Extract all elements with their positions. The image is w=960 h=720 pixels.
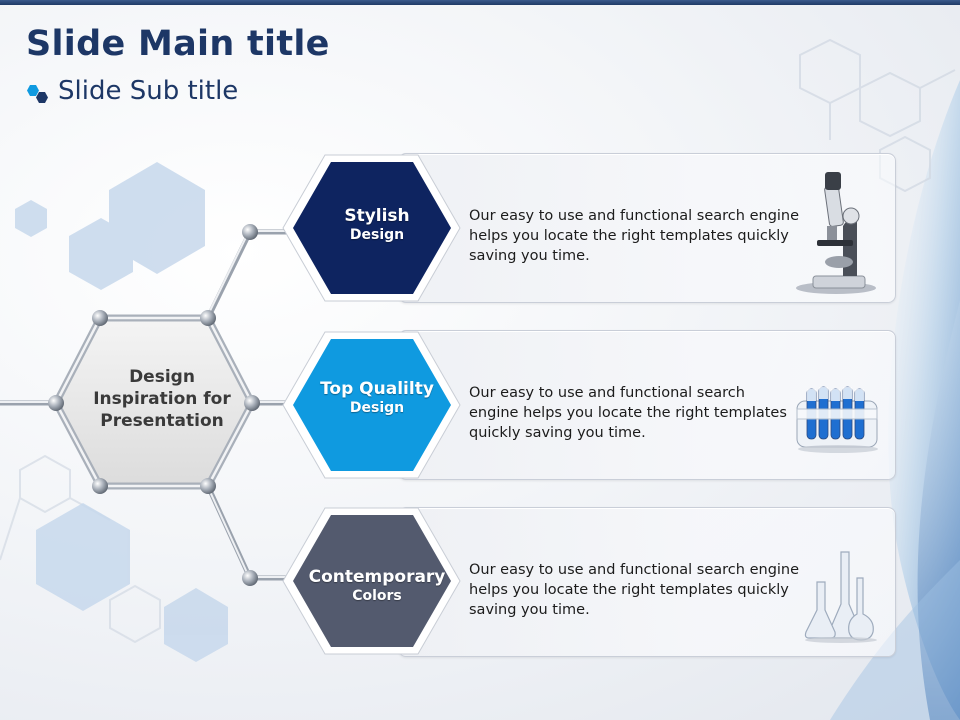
center-label: Design Inspiration for Presentation bbox=[80, 366, 244, 432]
item-text-line: saving you time. bbox=[469, 602, 590, 618]
microscope-icon bbox=[796, 172, 876, 294]
item-subtitle: Design bbox=[349, 400, 405, 416]
item-card-3: Our easy to use and functional search en… bbox=[398, 507, 896, 657]
item-hexagon-label-1: Stylish Design bbox=[300, 206, 454, 243]
item-title: Contemporary bbox=[308, 567, 446, 587]
center-label-line: Presentation bbox=[100, 411, 224, 431]
item-text-line: quickly saving you time. bbox=[469, 425, 646, 441]
item-hexagon-label-3: Contemporary Colors bbox=[296, 567, 458, 604]
test-tubes-icon bbox=[796, 386, 878, 453]
top-bar bbox=[0, 0, 960, 5]
item-card-1: Our easy to use and functional search en… bbox=[398, 153, 896, 303]
item-text-line: helps you locate the right templates qui… bbox=[469, 228, 789, 244]
item-description-2: Our easy to use and functional search en… bbox=[469, 383, 829, 443]
item-text-line: engine helps you locate the right templa… bbox=[469, 405, 787, 421]
item-subtitle: Colors bbox=[352, 588, 402, 604]
item-text-line: Our easy to use and functional search en… bbox=[469, 562, 800, 578]
flasks-icon bbox=[804, 551, 877, 643]
slide-subtitle: Slide Sub title bbox=[58, 76, 239, 106]
item-text-line: saving you time. bbox=[469, 248, 590, 264]
center-label-line: Inspiration for bbox=[93, 389, 231, 409]
item-hexagon-1 bbox=[282, 154, 461, 302]
item-text-line: Our easy to use and functional search bbox=[469, 385, 745, 401]
center-label-line: Design bbox=[129, 367, 195, 387]
item-description-3: Our easy to use and functional search en… bbox=[469, 560, 829, 620]
item-hexagon-3 bbox=[282, 507, 461, 655]
item-hexagon-2 bbox=[282, 331, 461, 479]
item-subtitle: Design bbox=[349, 227, 405, 243]
item-card-2: Our easy to use and functional search en… bbox=[398, 330, 896, 480]
item-title: Stylish bbox=[344, 206, 410, 226]
item-hexagon-label-2: Top Qualilty Design bbox=[296, 379, 458, 416]
item-title: Top Qualilty bbox=[320, 379, 434, 399]
item-description-1: Our easy to use and functional search en… bbox=[469, 206, 829, 266]
item-text-line: helps you locate the right templates qui… bbox=[469, 582, 789, 598]
hexagon-bullet-icon bbox=[27, 85, 48, 103]
connector-nodes bbox=[48, 224, 260, 586]
slide-title: Slide Main title bbox=[26, 24, 330, 64]
item-text-line: Our easy to use and functional search en… bbox=[469, 208, 800, 224]
